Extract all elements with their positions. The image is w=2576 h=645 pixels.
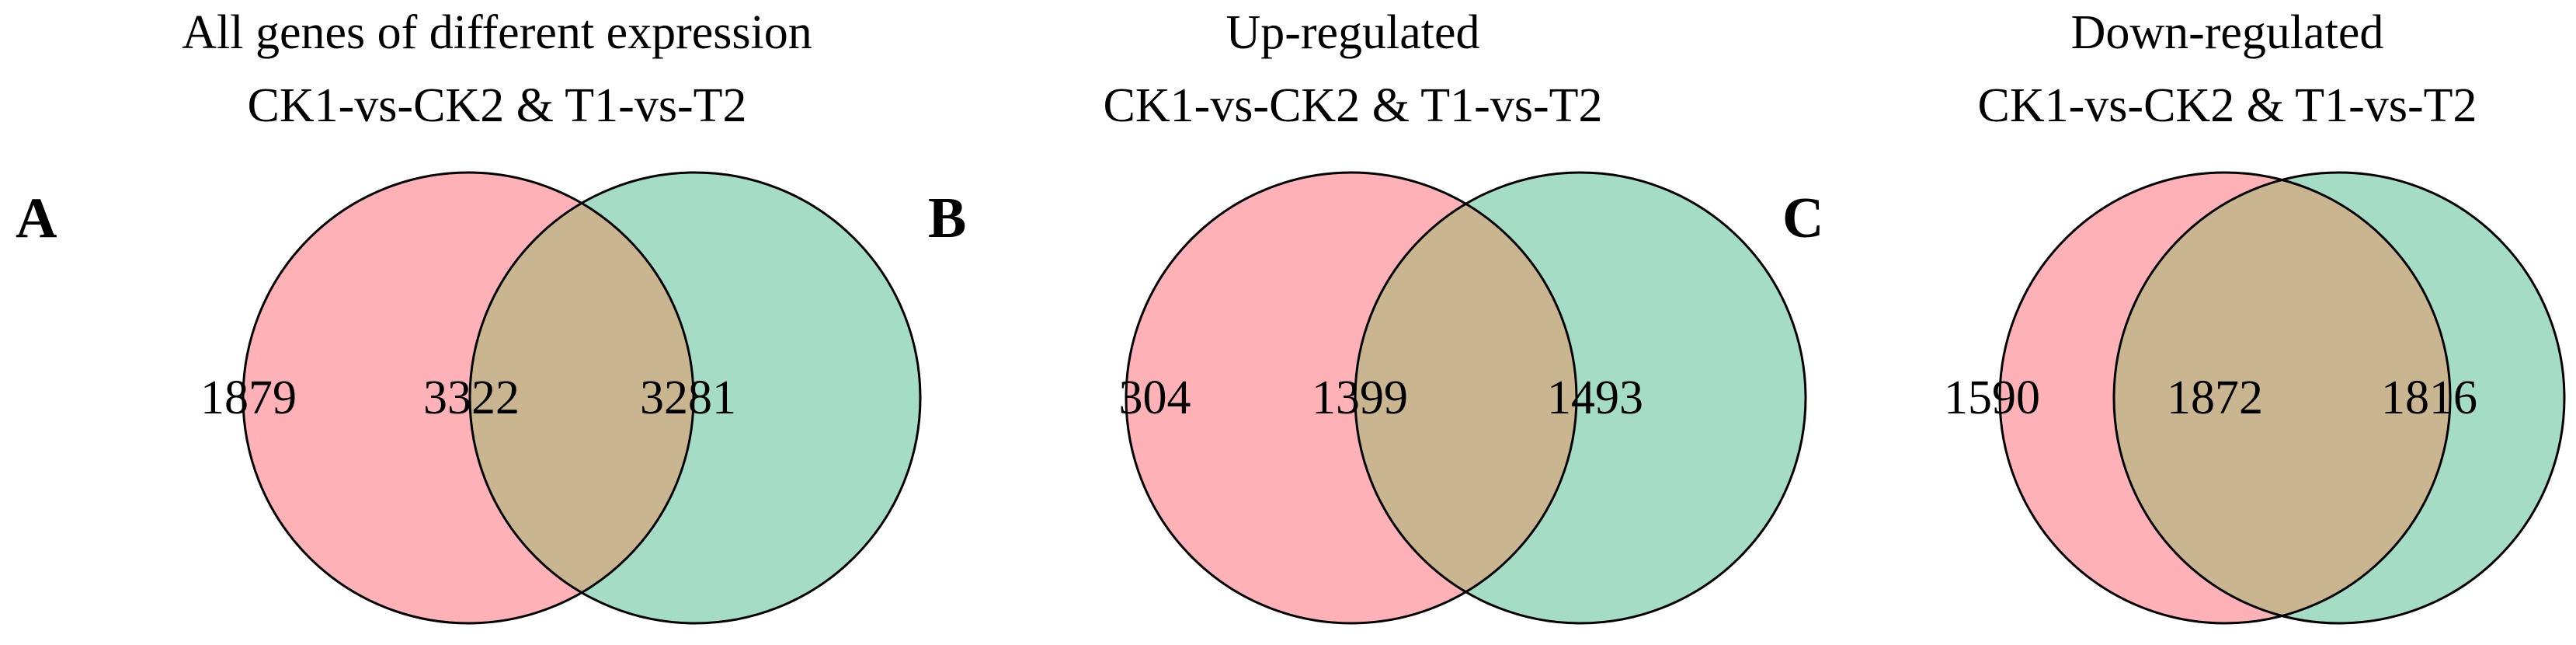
panel-c-title-line2: CK1-vs-CK2 & T1-vs-T2 (1978, 79, 2477, 132)
panel-b-title-line2: CK1-vs-CK2 & T1-vs-T2 (1104, 79, 1603, 132)
panel-a-left-only-count: 1879 (200, 371, 297, 424)
panel-a-title-line2: CK1-vs-CK2 & T1-vs-T2 (248, 79, 747, 132)
panel-b-letter: B (928, 187, 966, 250)
panel-b-title-line1: Up-regulated (1225, 6, 1479, 59)
panel-a-right-only-count: 3281 (640, 371, 736, 424)
panel-b-left-outline (1125, 171, 1578, 625)
panel-a-overlap-region (470, 173, 694, 623)
panel-c-right-only-count: 1816 (2381, 371, 2477, 424)
panel-c-overlap-count: 1872 (2167, 371, 2263, 424)
panel-c-title-line1: Down-regulated (2071, 6, 2384, 59)
panel-a-letter: A (16, 187, 57, 250)
panel-c-left-outline (1998, 171, 2452, 625)
panel-b-left-only-count: 304 (1119, 371, 1191, 424)
panel-a-title-line1: All genes of different expression (182, 6, 812, 59)
panel-c-overlap-region (2114, 173, 2450, 623)
panel-c-left-only-count: 1590 (1944, 371, 2040, 424)
venn-panel-a: All genes of different expression CK1-vs… (16, 6, 922, 625)
panel-a-overlap-count: 3322 (423, 371, 520, 424)
panel-c-letter: C (1782, 187, 1823, 250)
panel-a-right-outline (468, 171, 922, 625)
panel-a-left-outline (242, 171, 695, 625)
panel-c-right-outline (2112, 171, 2566, 625)
panel-b-overlap-region (1355, 173, 1577, 623)
panel-b-right-outline (1354, 171, 1807, 625)
venn-panel-b: Up-regulated CK1-vs-CK2 & T1-vs-T2 B 304… (928, 6, 1807, 625)
panel-b-overlap-count: 1399 (1312, 371, 1408, 424)
panel-b-right-only-count: 1493 (1547, 371, 1643, 424)
venn-panel-c: Down-regulated CK1-vs-CK2 & T1-vs-T2 C 1… (1782, 6, 2566, 625)
